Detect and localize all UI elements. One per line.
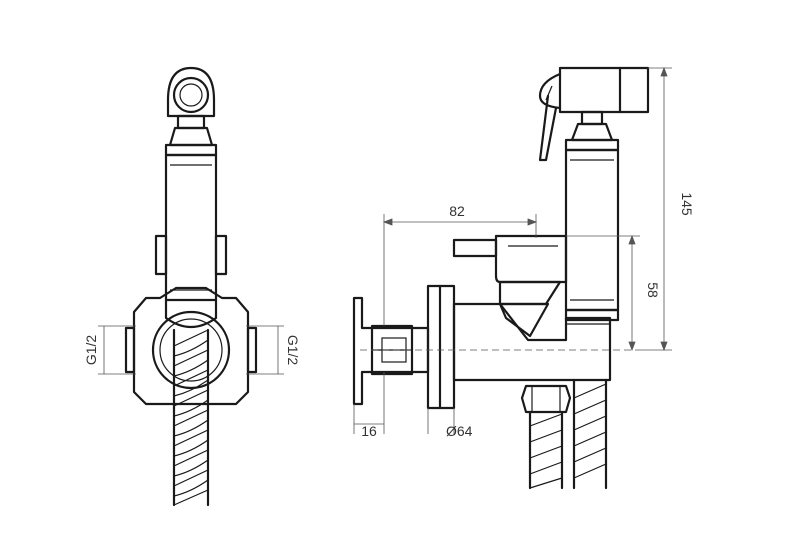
dim-64-label: Ø64 bbox=[446, 423, 473, 439]
dim-145 bbox=[640, 66, 672, 352]
side-hose-right bbox=[572, 378, 608, 490]
dim-58 bbox=[566, 234, 640, 352]
front-holder-cradle bbox=[164, 298, 218, 329]
thread-label-right: G1/2 bbox=[285, 335, 301, 366]
side-hose-left bbox=[528, 410, 564, 490]
dim-82 bbox=[382, 214, 538, 326]
front-view: G1/2 G1/2 bbox=[83, 66, 301, 507]
side-neck bbox=[564, 110, 620, 152]
side-hose-nut bbox=[520, 384, 572, 414]
side-main-body bbox=[452, 302, 620, 382]
front-sprayer-head bbox=[166, 66, 216, 118]
side-wall-flange bbox=[426, 284, 456, 410]
front-neck bbox=[164, 114, 218, 157]
dim-16-label: 16 bbox=[361, 423, 377, 439]
front-holder-tabs bbox=[154, 234, 228, 276]
front-hose bbox=[172, 328, 210, 507]
side-wall-connector bbox=[352, 296, 430, 406]
front-wall-plate bbox=[124, 286, 258, 406]
side-valve bbox=[452, 234, 568, 338]
side-sprayer-body bbox=[564, 148, 620, 312]
dim-64 bbox=[427, 408, 455, 434]
dim-145-label: 145 bbox=[679, 192, 695, 216]
dim-58-label: 58 bbox=[645, 282, 661, 298]
dim-16 bbox=[353, 372, 385, 434]
front-sprayer-body bbox=[164, 153, 218, 302]
dim-82-label: 82 bbox=[449, 203, 465, 219]
front-thread-dims bbox=[98, 325, 284, 375]
side-sprayer-head bbox=[538, 66, 650, 162]
thread-label-left: G1/2 bbox=[83, 335, 99, 366]
side-view: 82 145 58 16 Ø64 bbox=[352, 66, 695, 490]
